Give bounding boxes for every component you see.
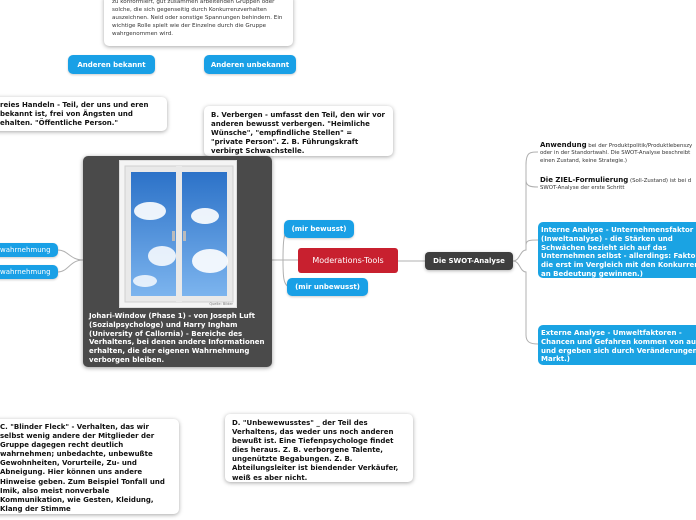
extern-line-4: Markt.) xyxy=(541,355,571,364)
note-b-text: B. Verbergen - umfasst den Teil, den wir… xyxy=(211,111,385,156)
central-topic-label: Moderations-Tools xyxy=(312,256,384,265)
intern-line-3: Schwächen bezieht sich auf das xyxy=(541,243,667,252)
note-c-blinder-fleck: C. "Blinder Fleck" - Verhalten, das wir … xyxy=(0,419,179,514)
connector-intern xyxy=(525,239,539,250)
window-image: Quelle: Bilder xyxy=(119,160,237,308)
note-d-unbewusstes: D. "Unbewewusstes" _ der Teil des Verhal… xyxy=(225,414,413,482)
anwendung-line3: einen Zustand, keine Strategie.) xyxy=(540,157,628,164)
johari-window-card[interactable]: Quelle: Bilder Johari-Window (Phase 1) -… xyxy=(83,156,272,367)
ziel-line1: (Soll-Zustand) ist bei d xyxy=(628,178,692,184)
anwendung-title: Anwendung xyxy=(540,141,587,149)
note-d-text: D. "Unbewewusstes" _ der Teil des Verhal… xyxy=(232,419,399,482)
note-c-text: C. "Blinder Fleck" - Verhalten, das wir … xyxy=(0,423,165,513)
ziel-text: Die ZIEL-Formulierung (Soll-Zustand) ist… xyxy=(540,176,696,193)
left-tag-wahrnehmung-1[interactable]: wahrnehmung xyxy=(0,243,58,257)
mir-unbewusst-label: (mir unbewusst) xyxy=(295,283,360,291)
mir-unbewusst-node[interactable]: (mir unbewusst) xyxy=(287,278,368,296)
extern-line-3: und ergeben sich durch Veränderungen xyxy=(541,346,696,355)
intern-line-1: Interne Analyse - Unternehmensfaktor xyxy=(541,226,694,234)
anderen-bekannt-button[interactable]: Anderen bekannt xyxy=(68,55,155,74)
intern-line-6: an Bedeutung gewinnen.) xyxy=(541,269,643,278)
johari-text: Johari-Window (Phase 1) - von Joseph Luf… xyxy=(89,312,265,364)
note-a-freies-handeln: reies Handeln - Teil, der uns und eren b… xyxy=(0,97,167,131)
anderen-unbekannt-label: Anderen unbekannt xyxy=(210,60,290,69)
connector-left-2 xyxy=(57,259,84,273)
left-tag-wahrnehmung-2[interactable]: wahrnehmung xyxy=(0,265,58,279)
ziel-title: Die ZIEL-Formulierung xyxy=(540,176,629,184)
extern-line-1: Externe Analyse - Umweltfaktoren - xyxy=(541,329,682,337)
image-caption: Quelle: Bilder xyxy=(209,302,233,306)
externe-analyse-node[interactable]: Externe Analyse - Umweltfaktoren - Chanc… xyxy=(538,325,696,365)
anwendung-text: Anwendung bei der Produktpolitik/Produkt… xyxy=(540,141,696,165)
note-b-verbergen: B. Verbergen - umfasst den Teil, den wir… xyxy=(204,106,393,156)
top-note: zu konformiert, gut zusammen arbeitenden… xyxy=(104,0,293,46)
connector-anwendung xyxy=(512,151,539,262)
note-a-text: reies Handeln - Teil, der uns und eren b… xyxy=(0,101,149,128)
connector-left-1 xyxy=(57,249,84,261)
anderen-unbekannt-button[interactable]: Anderen unbekannt xyxy=(204,55,296,74)
window-picture xyxy=(124,165,234,303)
intern-line-4: Unternehmen selbst - allerdings: Fakto xyxy=(541,252,696,261)
intern-line-2: (Inweltanalyse) - die Stärken und xyxy=(541,234,673,243)
swot-analyse-node[interactable]: Die SWOT-Analyse xyxy=(425,252,513,270)
anwendung-line2: oder in der Standortwahl. Die SWOT-Analy… xyxy=(540,150,691,157)
mir-bewusst-node[interactable]: (mir bewusst) xyxy=(284,220,354,238)
left-tag-1-label: wahrnehmung xyxy=(0,246,51,254)
intern-line-5: die erst im Vergleich mit den Konkurren xyxy=(541,261,696,269)
extern-line-2: Chancen und Gefahren kommen von au xyxy=(541,337,696,346)
ziel-line2: SWOT-Analyse der erste Schritt xyxy=(540,185,625,192)
mir-bewusst-label: (mir bewusst) xyxy=(291,225,347,233)
top-note-text: zu konformiert, gut zusammen arbeitenden… xyxy=(112,0,283,38)
anwendung-line1: bei der Produktpolitik/Produktlebenszy xyxy=(586,143,693,149)
anderen-bekannt-label: Anderen bekannt xyxy=(77,60,146,69)
connector-extern xyxy=(512,260,539,345)
central-topic-moderations-tools[interactable]: Moderations-Tools xyxy=(298,248,398,273)
left-tag-2-label: wahrnehmung xyxy=(0,268,51,276)
swot-label: Die SWOT-Analyse xyxy=(433,257,505,265)
connector-ziel xyxy=(525,179,539,188)
interne-analyse-node[interactable]: Interne Analyse - Unternehmensfaktor (In… xyxy=(538,222,696,278)
